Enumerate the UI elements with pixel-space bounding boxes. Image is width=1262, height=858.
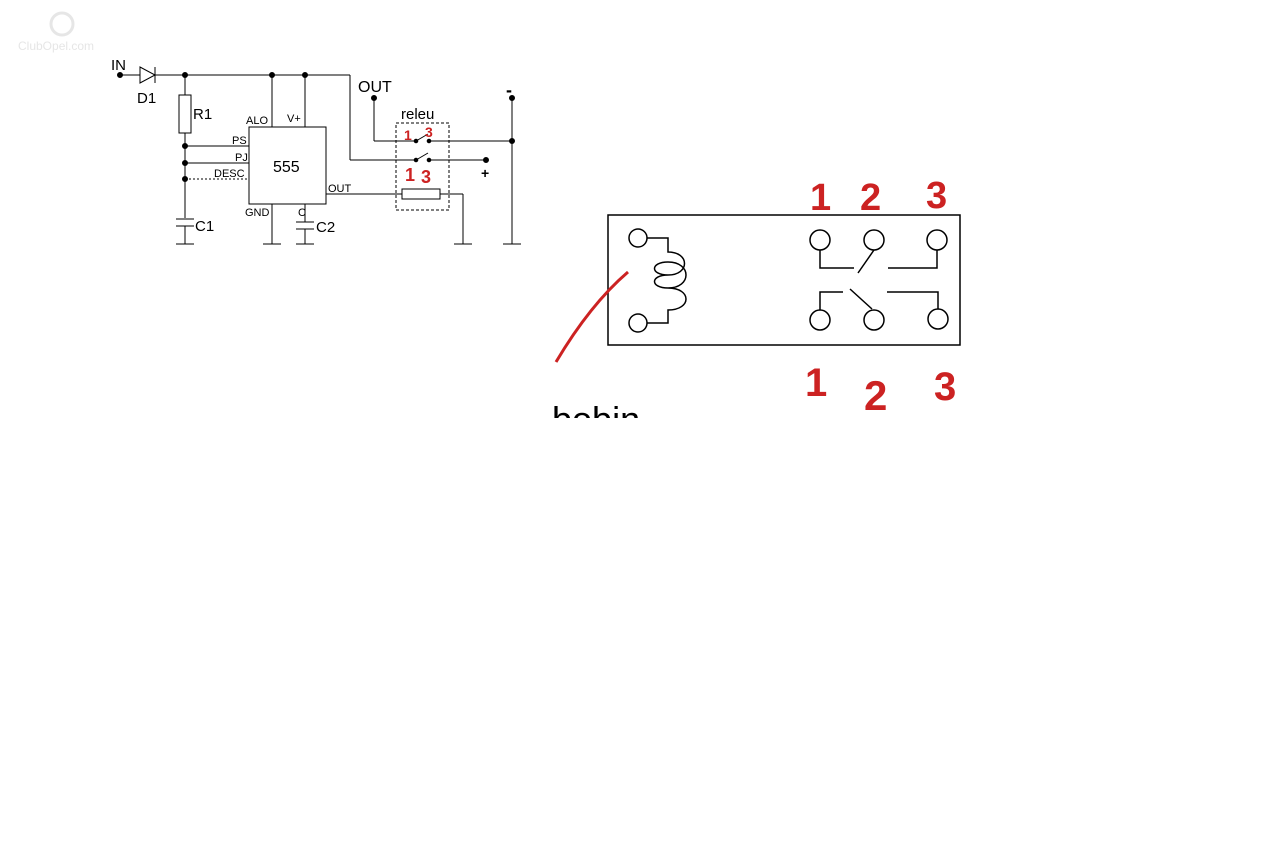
- contact-top-1: [809, 229, 831, 251]
- bottom-number-2: 2: [864, 372, 887, 419]
- coil-pin-bottom: [628, 313, 648, 333]
- top-number-1: 1: [810, 177, 831, 219]
- relay-enclosure: [395, 122, 450, 211]
- coil-label: bobina: [552, 399, 661, 440]
- label-c2: C2: [316, 219, 335, 236]
- watermark-text: ClubOpel.com: [18, 39, 94, 53]
- label-out-main: OUT: [358, 79, 392, 96]
- mark-top-left: 1: [404, 127, 412, 143]
- contact-top-2: [863, 229, 885, 251]
- label-minus: -: [506, 80, 512, 100]
- label-ps: PS: [232, 135, 247, 147]
- top-number-3: 3: [926, 175, 947, 217]
- mark-bottom-left: 1: [405, 165, 415, 185]
- mark-top-right: 3: [425, 124, 433, 140]
- label-d1: D1: [137, 90, 156, 107]
- contact-bottom-2: [863, 309, 885, 331]
- contact-bottom-1: [809, 309, 831, 331]
- timer-555-chip: [248, 126, 327, 205]
- label-r1: R1: [193, 106, 212, 123]
- label-vplus: V+: [287, 113, 301, 125]
- label-pj: PJ: [235, 152, 248, 164]
- coil-pointer-line: [554, 270, 629, 363]
- label-relay: releu: [401, 106, 434, 123]
- coil-pin-top: [628, 228, 648, 248]
- bottom-number-1: 1: [805, 361, 827, 405]
- label-c: C: [298, 207, 306, 219]
- schematic-labels: IN D1 R1 ALO V+ PS PJ DESC 555 GND C OUT…: [111, 57, 512, 236]
- label-plus: +: [481, 165, 489, 181]
- label-in: IN: [111, 57, 126, 74]
- watermark-logo: [49, 11, 75, 37]
- label-out-pin: OUT: [328, 183, 352, 195]
- plus-node: [483, 157, 489, 163]
- mark-bottom-right: 3: [421, 167, 431, 187]
- relay-top-numbers: 1 2 3: [810, 175, 947, 219]
- contact-top-3: [926, 229, 948, 251]
- relay-coil: [401, 188, 441, 200]
- capacitor-c2: [296, 204, 314, 245]
- relay-body: [607, 214, 961, 346]
- coil-symbol: [647, 237, 687, 324]
- label-c1: C1: [195, 218, 214, 235]
- capacitor-c1: [176, 218, 194, 245]
- relay-pinout-diagram: [607, 214, 961, 346]
- label-gnd: GND: [245, 207, 270, 219]
- top-number-2: 2: [860, 177, 881, 219]
- schematic: [117, 66, 521, 245]
- diode-d1: [139, 66, 157, 84]
- label-555: 555: [273, 159, 300, 176]
- label-alo: ALO: [246, 115, 268, 127]
- contact-bottom-3: [927, 308, 949, 330]
- relay-bottom-numbers: 1 2 3: [805, 361, 956, 419]
- bottom-number-3: 3: [934, 365, 956, 409]
- resistor-r1: [178, 94, 192, 134]
- label-desc: DESC: [214, 168, 245, 180]
- watermark: ClubOpel.com: [18, 11, 94, 53]
